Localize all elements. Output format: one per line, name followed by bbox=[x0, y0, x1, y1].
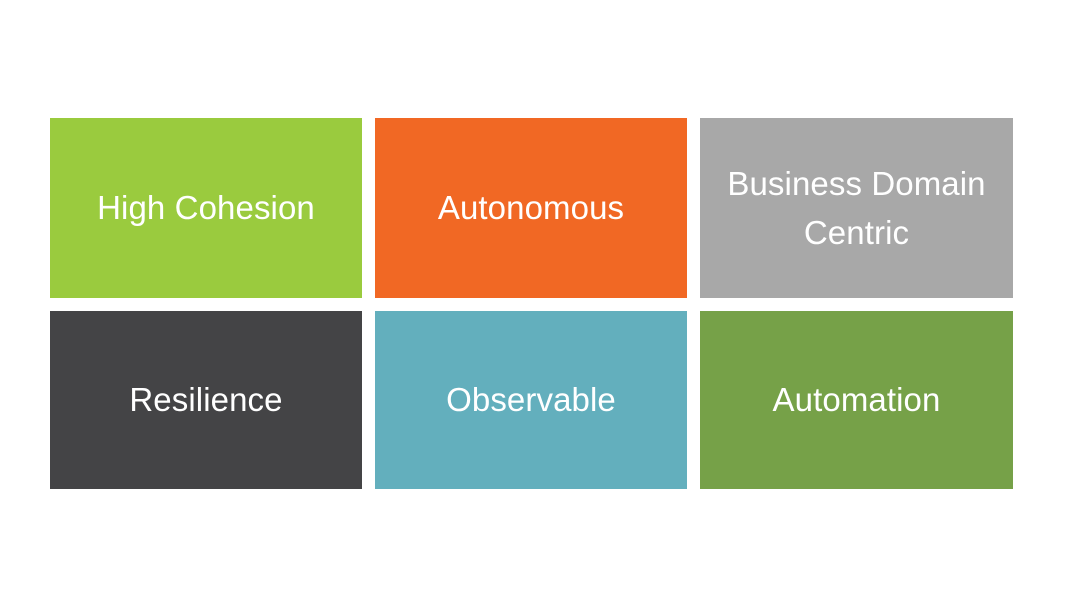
tile-autonomous[interactable]: Autonomous bbox=[375, 118, 687, 298]
tile-label-automation: Automation bbox=[772, 381, 941, 418]
tile-observable[interactable]: Observable bbox=[375, 311, 687, 489]
tile-label-observable: Observable bbox=[446, 381, 616, 418]
tile-high-cohesion[interactable]: High Cohesion bbox=[50, 118, 362, 298]
tile-label-resilience: Resilience bbox=[129, 381, 283, 418]
tile-business-domain-centric[interactable]: Business Domain Centric bbox=[700, 118, 1013, 298]
tile-resilience[interactable]: Resilience bbox=[50, 311, 362, 489]
tile-grid: High Cohesion Autonomous Business Domain… bbox=[50, 118, 1015, 489]
tile-label-business-domain-centric: Business Domain Centric bbox=[727, 165, 986, 251]
tile-automation[interactable]: Automation bbox=[700, 311, 1013, 489]
tile-label-high-cohesion: High Cohesion bbox=[97, 189, 315, 226]
tile-label-autonomous: Autonomous bbox=[437, 189, 625, 226]
